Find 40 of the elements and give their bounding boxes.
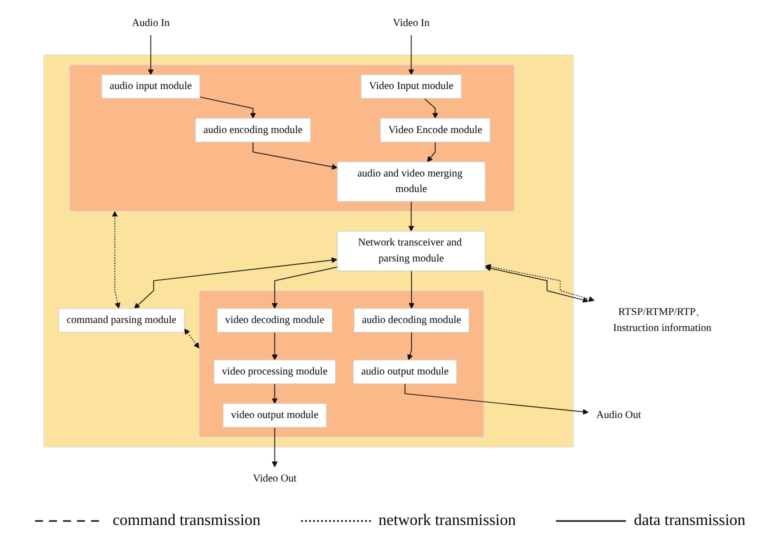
node-box: audio output module [352, 359, 457, 384]
legend-label: data transmission [634, 512, 746, 530]
node-box: audio decoding module [354, 308, 470, 332]
arrow [112, 210, 120, 308]
arrow [408, 200, 414, 231]
arrow [407, 331, 413, 360]
arrow [408, 270, 414, 308]
arrow [404, 382, 589, 414]
node-box: audio encoding module [195, 117, 311, 142]
legend-label: network transmission [378, 512, 516, 530]
node-box: Network transceiver and parsing module [336, 230, 486, 271]
node-text: RTSP/RTMP/RTP、Instruction information [613, 306, 712, 334]
arrow [134, 256, 338, 308]
node-text: Video Out [252, 472, 297, 484]
arrow [408, 34, 414, 74]
arrow [426, 141, 436, 162]
node-text: Audio In [132, 16, 170, 28]
node-box: audio input module [101, 74, 200, 98]
arrow [272, 382, 278, 404]
cluster [198, 290, 484, 438]
arrow [148, 34, 154, 74]
arrow [272, 426, 278, 467]
arrow [252, 141, 338, 170]
arrow [272, 331, 278, 360]
cluster [69, 64, 515, 212]
arrow [184, 328, 200, 348]
node-box: command parsing module [58, 308, 185, 332]
node-text: Video In [392, 16, 430, 28]
arrow [272, 266, 338, 308]
cluster [43, 54, 574, 447]
arrow [424, 98, 438, 118]
node-box: Video Encode module [380, 117, 490, 142]
node-box: video output module [222, 402, 327, 428]
arrow [199, 96, 256, 118]
node-text: Audio Out [596, 408, 642, 420]
node-box: video processing module [214, 359, 336, 384]
node-box: audio and video merging module [336, 161, 486, 202]
legend-label: command transmission [112, 512, 261, 530]
node-box: video decoding module [216, 308, 333, 332]
node-box: Video Input module [360, 74, 462, 98]
